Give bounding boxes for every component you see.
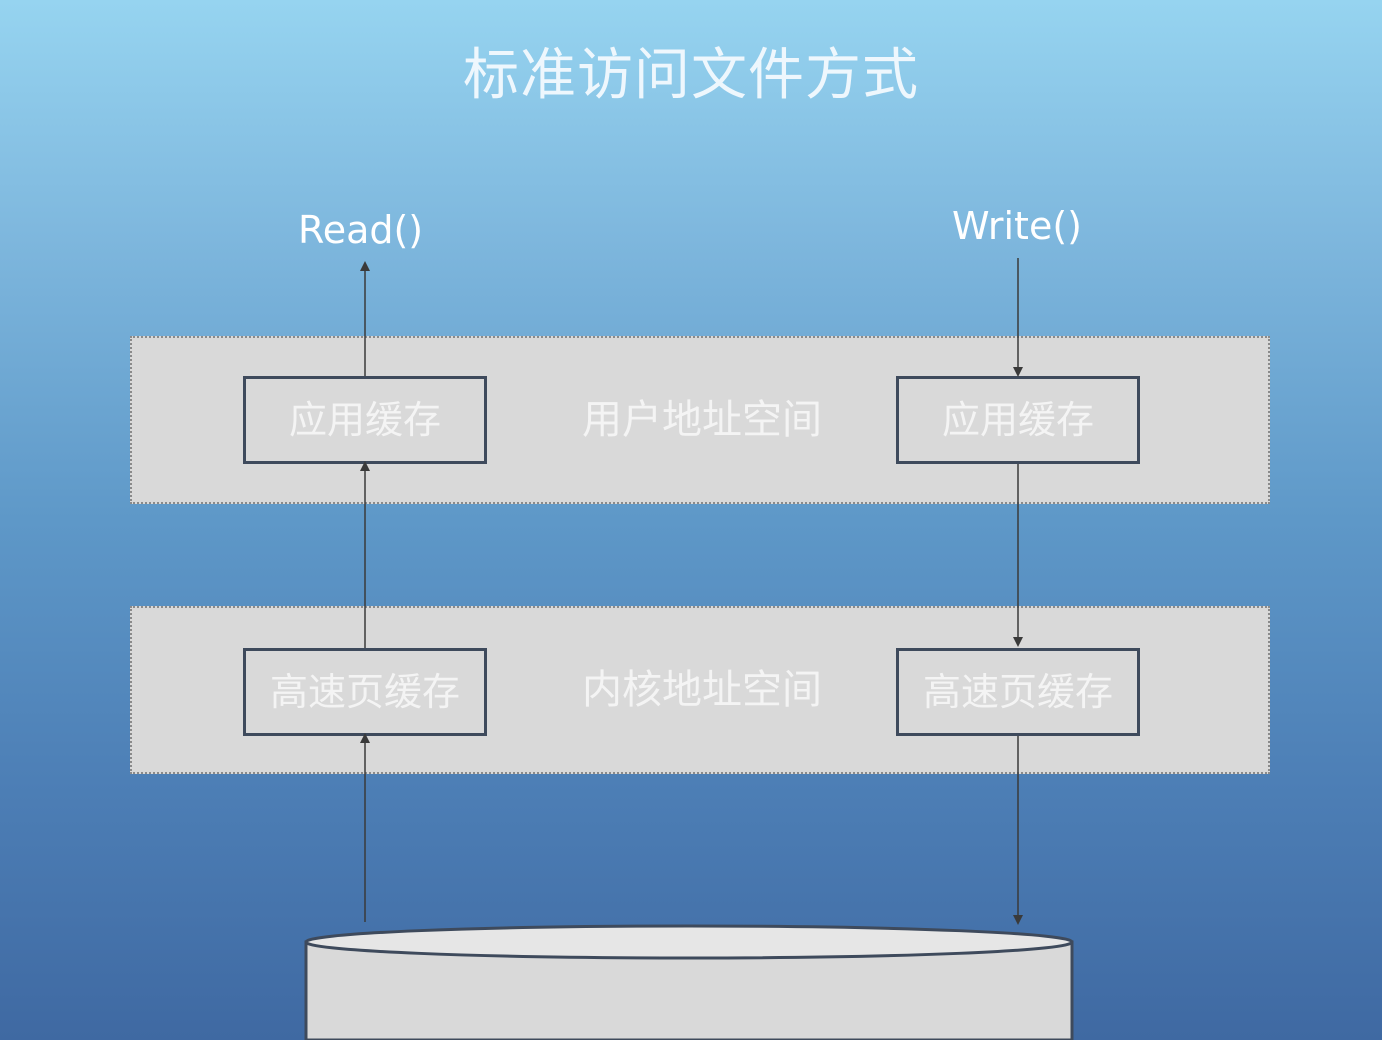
read-page-cache-box: 高速页缓存 <box>243 648 487 736</box>
disk-cylinder <box>304 924 1074 1040</box>
write-label: Write() <box>952 204 1082 248</box>
read-app-cache-box: 应用缓存 <box>243 376 487 464</box>
write-page-cache-box: 高速页缓存 <box>896 648 1140 736</box>
user-address-space-label: 用户地址空间 <box>582 397 822 443</box>
write-app-cache-box: 应用缓存 <box>896 376 1140 464</box>
slide-title: 标准访问文件方式 <box>463 43 919 108</box>
read-label: Read() <box>298 208 424 252</box>
kernel-address-space-label: 内核地址空间 <box>582 667 822 713</box>
